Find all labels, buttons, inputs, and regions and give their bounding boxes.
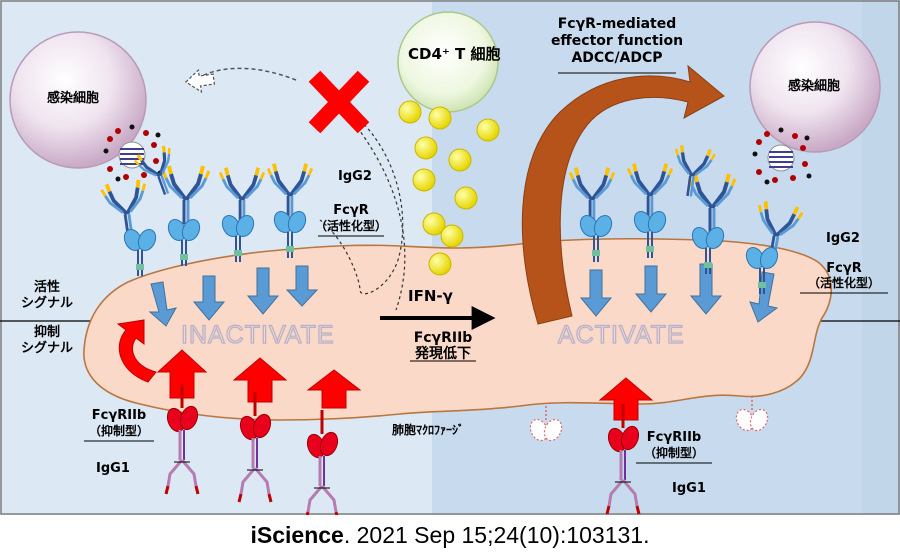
- dashed-feedback-loop: [319, 119, 404, 295]
- activating-arrow: [192, 275, 226, 321]
- citation-details: . 2021 Sep 15;24(10):103131.: [343, 522, 650, 548]
- fcgr-activating-receptor: [691, 226, 725, 274]
- inhibitory-arrow: [232, 357, 288, 403]
- fcgr2b-faded-receptors: [529, 394, 769, 442]
- igg2-antibody: [161, 165, 211, 224]
- cytokine: [412, 168, 436, 192]
- dashed-feedback-loop-2: [349, 117, 406, 311]
- activating-arrow: [285, 265, 319, 307]
- citation: iScience. 2021 Sep 15;24(10):103131.: [0, 516, 900, 555]
- activating-arrows-right: [579, 263, 779, 323]
- fcgr-left-type: （活性化型）: [314, 219, 387, 233]
- inactivate-label: INACTIVATE: [180, 320, 335, 349]
- diagram-graphics: [0, 0, 900, 515]
- antigen-cluster-left: [103, 124, 163, 182]
- igg1-fcgr2b-complex: [237, 392, 273, 503]
- cytokine: [448, 148, 472, 172]
- cytokine: [454, 186, 478, 210]
- inhibitory-arrow: [598, 377, 654, 421]
- fcgr-activating-receptor: [745, 246, 779, 294]
- igg1-fcgr2b-complex: [164, 384, 200, 495]
- effector-function-line2: effector function: [550, 33, 684, 49]
- igg1-fcgr2b-complex: [305, 410, 339, 515]
- inhibitory-arrow: [156, 349, 208, 399]
- fcgr-right-label: FcγR: [826, 261, 862, 276]
- igg2-antibody: [266, 163, 314, 219]
- infected-cell-right: [749, 21, 881, 153]
- cd4-t-cell-label: CD4⁺ T 細胞: [408, 45, 501, 63]
- activating-arrow: [246, 267, 280, 315]
- ifn-gamma-cytokines: [398, 100, 500, 276]
- effector-function-title: FcγR-mediated: [557, 16, 677, 32]
- igg2-left-label: IgG2: [338, 169, 372, 184]
- fcgr2b-center-status: 発現低下: [415, 346, 471, 362]
- activating-signal-label: 活性: [33, 280, 60, 295]
- igg1-right-label: IgG1: [672, 481, 706, 496]
- fcgr-activating-receptor: [167, 218, 201, 266]
- macrophage-label: 肺胞ﾏｸﾛﾌｧｰｼﾞ: [392, 423, 465, 437]
- fcgr-activating-receptor: [633, 210, 667, 258]
- fcgr2b-left-type: （抑制型）: [88, 424, 149, 438]
- fcgr2b-right-type: （抑制型）: [643, 446, 704, 460]
- activating-signal-label-2: シグナル: [20, 296, 73, 311]
- infected-cell-right-label: 感染細胞: [788, 79, 841, 94]
- fcgr2b-faded-receptor: [529, 404, 563, 442]
- inhibitory-curved-arrow: [116, 319, 157, 383]
- inhibitory-arrow: [306, 369, 362, 409]
- fcgr2b-center-label: FcγRIIb: [413, 330, 473, 346]
- cytokine: [422, 212, 446, 236]
- diagram: 感染細胞 感染細胞 CD4⁺ T 細胞 FcγR-mediated effect…: [0, 0, 900, 515]
- igg1-fcgr2b-complexes: [164, 384, 641, 515]
- activating-arrow: [579, 269, 613, 317]
- fcgr-activating-receptor: [123, 228, 157, 276]
- igg1-fcgr2b-complex: [605, 404, 641, 515]
- cytokine: [414, 136, 438, 160]
- activating-arrow: [689, 263, 723, 315]
- cytokine: [428, 252, 452, 276]
- infected-cell-left-label: 感染細胞: [47, 91, 100, 106]
- fcgr-activating-receptor: [221, 214, 255, 262]
- citation-journal: iScience: [250, 522, 344, 548]
- activating-arrow: [749, 271, 779, 323]
- fcgr-left-label: FcγR: [333, 203, 369, 218]
- activate-label: ACTIVATE: [557, 320, 685, 349]
- effector-function-line3: ADCC/ADCP: [571, 50, 663, 66]
- fcgr2b-right-label: FcγRIIb: [646, 430, 702, 445]
- infected-cell-left: [9, 31, 147, 169]
- fcgr-activating-receptor: [273, 210, 307, 258]
- activating-arrows-left: [148, 265, 319, 327]
- cytokine: [398, 100, 422, 124]
- igg2-antibody: [674, 145, 716, 197]
- blocked-x-icon: [308, 70, 370, 134]
- inhibitory-signal-label-2: シグナル: [20, 341, 73, 356]
- blocked-signal-dashed-arrow: [189, 67, 297, 85]
- igg2-antibody: [218, 167, 266, 223]
- antigen-cluster-right: [752, 127, 812, 185]
- fcgr-activating-receptors: [123, 210, 779, 294]
- cytokine: [428, 106, 452, 130]
- cytokine: [476, 118, 500, 142]
- fcgr-right-type: （活性化型）: [807, 276, 880, 290]
- fcgr2b-left-label: FcγRIIb: [91, 408, 147, 423]
- igg2-antibodies: [100, 145, 804, 260]
- igg2-right-label: IgG2: [826, 231, 860, 246]
- frame-border: [0, 0, 900, 515]
- igg2-antibody: [133, 145, 171, 195]
- inhibitory-signal-label: 抑制: [33, 325, 60, 340]
- inhibitory-arrows: [116, 319, 654, 421]
- ifn-gamma-label: IFN-γ: [408, 287, 453, 305]
- fcgr-activating-receptor: [579, 214, 613, 262]
- igg1-left-label: IgG1: [96, 461, 130, 476]
- effector-function-curved-arrow: [521, 64, 725, 325]
- blocked-signal-dashed-arrowhead: [184, 68, 216, 94]
- activating-arrow: [148, 281, 177, 327]
- activating-arrow: [634, 265, 668, 313]
- cytokine: [440, 224, 464, 248]
